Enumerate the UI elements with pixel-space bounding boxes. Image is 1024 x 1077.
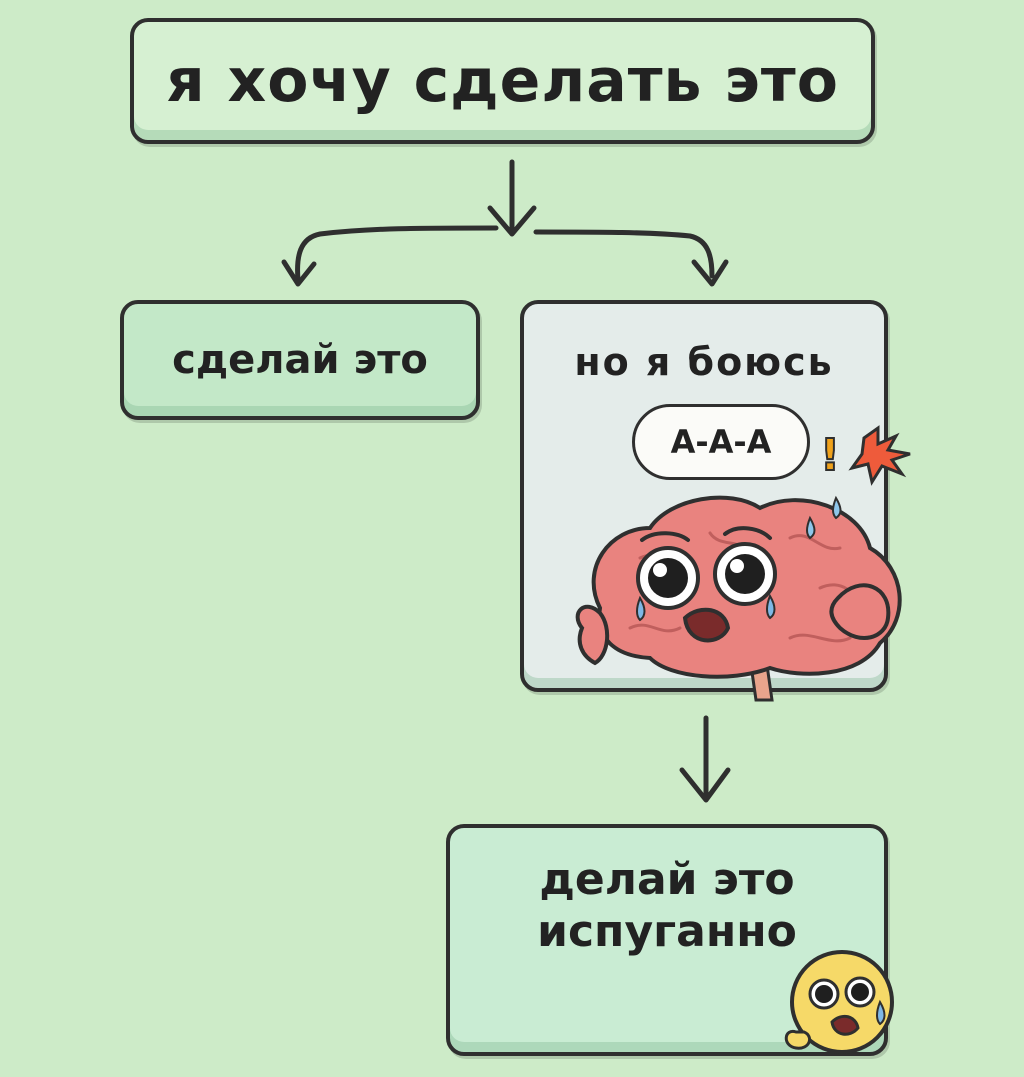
start-text: я хочу сделать это bbox=[166, 46, 839, 116]
branch-right-arrow bbox=[533, 229, 715, 279]
sweat-drop-icon bbox=[832, 495, 842, 520]
do-it-scared-text: делай это испуганно bbox=[450, 854, 884, 958]
svg-text:!: ! bbox=[820, 430, 840, 481]
start-box: я хочу сделать это bbox=[130, 18, 875, 144]
do-it-text: сделай это bbox=[172, 337, 428, 383]
branch-left-arrow bbox=[295, 225, 499, 283]
scared-brain-icon bbox=[575, 495, 902, 702]
do-it-scared-line1: делай это bbox=[539, 854, 795, 905]
explosion-icon: ! bbox=[819, 425, 911, 486]
fear-text: но я боюсь bbox=[574, 340, 834, 384]
do-it-scared-line2: испуганно bbox=[537, 906, 797, 957]
do-it-scared-box: делай это испуганно bbox=[446, 824, 888, 1056]
speech-bubble: А-А-А bbox=[632, 404, 810, 480]
scared-emoji-icon bbox=[784, 950, 894, 1054]
do-it-box: сделай это bbox=[120, 300, 480, 420]
sweat-drop-icon bbox=[806, 515, 816, 540]
